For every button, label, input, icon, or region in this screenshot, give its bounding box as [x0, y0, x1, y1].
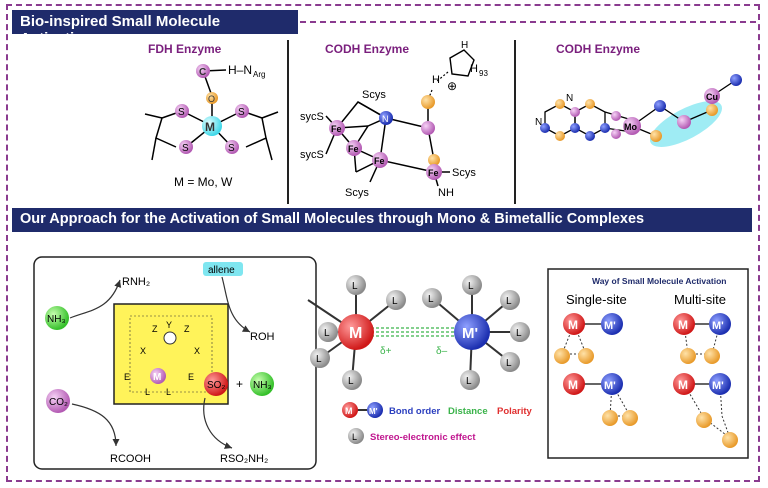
svg-text:NH₃: NH₃ [253, 380, 272, 391]
svg-text:L: L [428, 294, 434, 305]
figure-frame [6, 4, 760, 482]
svg-text:93: 93 [479, 69, 488, 78]
svg-text:S: S [178, 107, 185, 118]
svg-text:L: L [468, 281, 474, 292]
svg-text:M: M [568, 378, 578, 392]
panel-divider-1 [287, 40, 289, 204]
svg-text:M: M [349, 325, 362, 342]
svg-text:L: L [348, 376, 354, 387]
svg-text:L: L [506, 358, 512, 369]
svg-text:X: X [140, 346, 146, 356]
svg-text:Scys: Scys [452, 167, 476, 179]
svg-text:Z: Z [184, 324, 190, 334]
svg-text:L: L [506, 296, 512, 307]
svg-text:Multi-site: Multi-site [674, 292, 726, 307]
svg-text:M: M [205, 120, 215, 134]
codh2-structure: Mo Cu N N [535, 74, 742, 147]
svg-text:δ+: δ+ [380, 346, 392, 357]
svg-text:L: L [466, 376, 472, 387]
svg-text:CO₂: CO₂ [49, 397, 68, 408]
svg-text:Stereo-electronic effect: Stereo-electronic effect [370, 432, 476, 443]
svg-text:⊕: ⊕ [447, 79, 457, 93]
svg-text:M: M [678, 378, 688, 392]
svg-text:H: H [461, 40, 468, 51]
svg-text:M': M' [369, 407, 378, 416]
svg-text:Single-site: Single-site [566, 292, 627, 307]
svg-text:L: L [392, 296, 398, 307]
svg-text:M: M [153, 372, 161, 383]
svg-text:NH: NH [438, 187, 454, 199]
svg-text:H: H [432, 74, 440, 86]
svg-text:X: X [194, 346, 200, 356]
svg-text:Way of Small Molecule Activati: Way of Small Molecule Activation [592, 276, 726, 286]
svg-text:S: S [182, 143, 189, 154]
codh1-structure: H H 93 ⊕ H N Fe Fe Fe Fe [300, 40, 488, 199]
svg-text:Polarity: Polarity [497, 406, 533, 417]
svg-text:Scys: Scys [345, 187, 369, 199]
svg-text:M: M [568, 318, 578, 332]
svg-text:SO₂: SO₂ [207, 380, 225, 391]
svg-text:L: L [316, 354, 322, 365]
svg-text:N: N [382, 114, 389, 124]
svg-text:M = Mo, W: M = Mo, W [174, 175, 233, 189]
fdh-structure: C O M S S S S H–N Arg M = Mo, W [144, 63, 279, 189]
svg-text:Z: Z [152, 324, 158, 334]
svg-text:M: M [678, 318, 688, 332]
svg-text:allene: allene [208, 265, 235, 276]
svg-text:E: E [124, 372, 130, 382]
codh2-title: CODH Enzyme [556, 42, 641, 56]
svg-text:Distance: Distance [448, 406, 488, 417]
bimetallic-model: L L L L L L L L L L L M M' δ+ δ– M M' Bo… [307, 275, 533, 444]
reaction-scheme: Z Y Z X X M E E L L NH₃ RNH₂ allene ROH … [33, 256, 317, 470]
svg-text:N: N [566, 93, 573, 104]
svg-text:M: M [345, 406, 353, 416]
codh1-title: CODH Enzyme [325, 42, 410, 56]
svg-text:Cu: Cu [706, 92, 718, 102]
svg-text:M': M' [712, 380, 724, 392]
svg-text:sycS: sycS [300, 111, 324, 123]
svg-text:O: O [208, 94, 215, 104]
svg-text:C: C [199, 67, 206, 78]
svg-text:NH₃: NH₃ [47, 314, 66, 325]
svg-text:sycS: sycS [300, 149, 324, 161]
svg-text:δ–: δ– [436, 346, 448, 357]
top-divider [300, 21, 756, 23]
svg-text:L: L [145, 387, 150, 397]
svg-text:Mo: Mo [624, 122, 637, 132]
svg-text:L: L [166, 387, 171, 397]
activation-box: Way of Small Molecule Activation Single-… [547, 268, 749, 459]
svg-text:Fe: Fe [331, 124, 342, 134]
svg-text:RNH₂: RNH₂ [122, 276, 150, 288]
svg-text:Fe: Fe [348, 144, 359, 154]
svg-text:Fe: Fe [374, 156, 385, 166]
svg-text:M': M' [462, 325, 478, 342]
svg-text:Y: Y [166, 320, 172, 330]
svg-text:RSO₂NH₂: RSO₂NH₂ [220, 453, 268, 465]
svg-text:RCOOH: RCOOH [110, 453, 151, 465]
svg-text:Arg: Arg [253, 70, 265, 79]
svg-text:Scys: Scys [362, 89, 386, 101]
svg-text:L: L [352, 281, 358, 292]
top-banner: Bio-inspired Small Molecule Activation [12, 10, 298, 47]
svg-text:L: L [324, 328, 330, 339]
svg-text:H–N: H–N [228, 63, 252, 77]
svg-text:+: + [236, 377, 243, 391]
fdh-title: FDH Enzyme [148, 42, 222, 56]
svg-text:L: L [352, 432, 357, 442]
svg-text:E: E [188, 372, 194, 382]
svg-text:Bond order: Bond order [389, 406, 440, 417]
svg-text:M': M' [712, 320, 724, 332]
svg-text:Fe: Fe [428, 168, 439, 178]
svg-text:S: S [238, 107, 245, 118]
svg-text:M': M' [604, 320, 616, 332]
bottom-banner: Our Approach for the Activation of Small… [12, 208, 752, 232]
svg-text:H: H [470, 63, 478, 75]
svg-text:N: N [535, 117, 542, 128]
svg-text:M': M' [604, 380, 616, 392]
panel-divider-2 [514, 40, 516, 204]
svg-text:S: S [228, 143, 235, 154]
svg-text:ROH: ROH [250, 331, 275, 343]
svg-text:L: L [516, 328, 522, 339]
